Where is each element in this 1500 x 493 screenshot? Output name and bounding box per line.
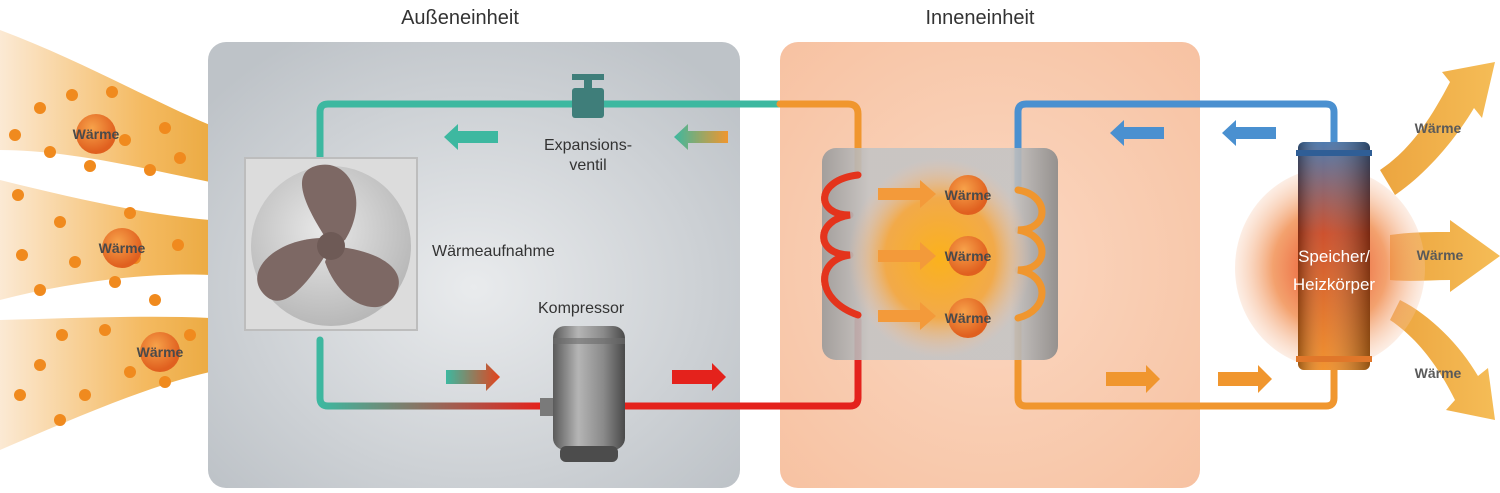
expansion-valve-label-2: ventil bbox=[569, 157, 606, 174]
indoor-unit-heading: Inneneinheit bbox=[926, 7, 1035, 29]
heat-exchanger-glow bbox=[848, 158, 1032, 358]
svg-text:Wärme: Wärme bbox=[945, 187, 992, 203]
fan-unit bbox=[244, 157, 418, 331]
heat-transfer-arrows bbox=[878, 180, 936, 330]
flow-arrows-refrigerant bbox=[444, 124, 728, 391]
svg-text:Wärme: Wärme bbox=[945, 310, 992, 326]
outdoor-unit-heading: Außeneinheit bbox=[401, 7, 519, 29]
svg-text:Wärme: Wärme bbox=[137, 344, 184, 360]
heat-ball-hx-2: Wärme bbox=[945, 236, 992, 276]
heat-ball-in-2: Wärme bbox=[99, 228, 146, 268]
heat-label-out-3: Wärme bbox=[1415, 365, 1462, 381]
expansion-valve-label-1: Expansions- bbox=[544, 137, 632, 154]
heat-ball-in-3: Wärme bbox=[137, 332, 184, 372]
storage-tank bbox=[1296, 142, 1372, 370]
svg-text:Wärme: Wärme bbox=[99, 240, 146, 256]
heat-ball-in-1: Wärme bbox=[73, 114, 120, 154]
storage-label-1: Speicher/ bbox=[1298, 247, 1370, 266]
compressor-label: Kompressor bbox=[538, 300, 625, 317]
heat-label-out-2: Wärme bbox=[1417, 247, 1464, 263]
compressor-icon bbox=[540, 326, 625, 462]
heat-ball-hx-1: Wärme bbox=[945, 175, 992, 215]
svg-text:Wärme: Wärme bbox=[945, 248, 992, 264]
heat-ball-hx-3: Wärme bbox=[945, 298, 992, 338]
svg-text:Wärme: Wärme bbox=[73, 126, 120, 142]
heat-label-out-1: Wärme bbox=[1415, 120, 1462, 136]
storage-label-2: Heizkörper bbox=[1293, 275, 1376, 294]
heat-absorption-label: Wärmeaufnahme bbox=[432, 243, 555, 260]
expansion-valve-icon bbox=[572, 74, 604, 118]
fan-icon bbox=[257, 164, 399, 308]
flow-arrows-heating bbox=[1106, 120, 1276, 393]
heat-particles bbox=[9, 86, 196, 426]
